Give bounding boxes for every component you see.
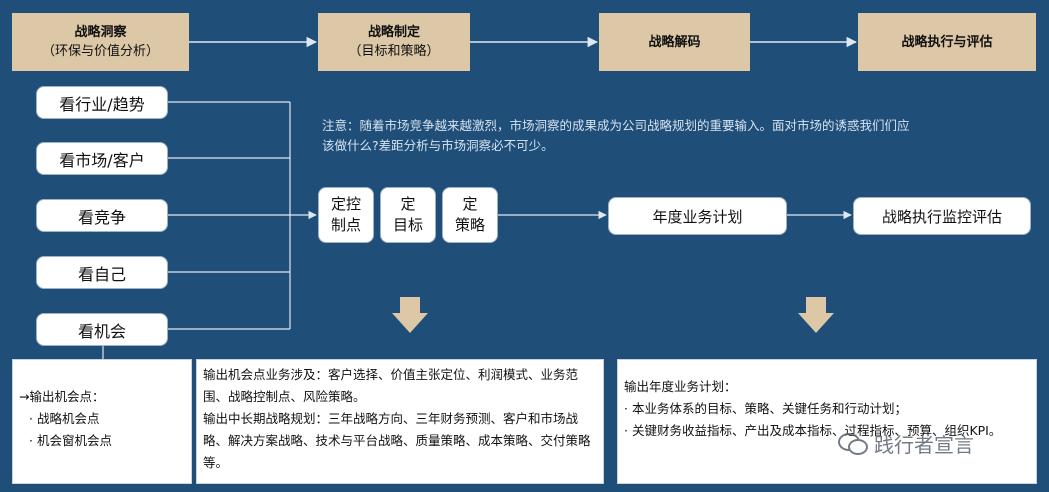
center-box-strategy: 定 策略 <box>442 187 498 243</box>
left-item-industry: 看行业/趋势 <box>36 86 168 119</box>
step-execution: 战略执行与评估 <box>858 13 1036 71</box>
left-item-self: 看自己 <box>36 256 168 289</box>
note-line-1: 注意：随着市场竞争越来越激烈，市场洞察的成果成为公司战略规划的重要输入。面对市场… <box>322 118 910 133</box>
panel-annual-plan-item-2: · 关键财务收益指标、产出及成本指标、过程指标、预算、组织KPI。 <box>624 423 1002 438</box>
note-text: 注意：随着市场竞争越来越激烈，市场洞察的成果成为公司战略规划的重要输入。面对市场… <box>322 116 1012 156</box>
panel-strategy-output-line-1: 输出机会点业务涉及：客户选择、价值主张定位、利润模式、业务范围、战略控制点、风险… <box>203 367 579 404</box>
center-box-control-points: 定控 制点 <box>318 187 374 243</box>
panel-annual-plan: 输出年度业务计划： · 本业务体系的目标、策略、关键任务和行动计划； · 关键财… <box>617 359 1037 484</box>
watermark-text: 践行者宣言 <box>874 432 974 457</box>
center-box-strategy-l1: 定 <box>462 195 478 213</box>
panel-opportunities-item-2: · 机会窗机会点 <box>29 433 112 448</box>
annual-plan-box: 年度业务计划 <box>608 197 787 235</box>
step-insight-subtitle: （环保与价值分析） <box>41 44 159 59</box>
step-insight-title: 战略洞察 <box>74 25 127 40</box>
left-item-competition-label: 看竞争 <box>77 207 126 227</box>
panel-strategy-output: 输出机会点业务涉及：客户选择、价值主张定位、利润模式、业务范围、战略控制点、风险… <box>196 359 604 484</box>
left-item-opportunity: 看机会 <box>36 313 168 346</box>
step-execution-title: 战略执行与评估 <box>901 34 993 50</box>
watermark: 践行者宣言 <box>838 426 1028 460</box>
panel-annual-plan-header: 输出年度业务计划： <box>624 379 737 394</box>
left-item-opportunity-label: 看机会 <box>77 321 126 341</box>
center-box-control-points-l2: 制点 <box>330 216 361 234</box>
annual-plan-label: 年度业务计划 <box>652 207 743 226</box>
panel-strategy-output-line-2: 输出中长期战略规划：三年战略方向、三年财务预测、客户和市场战略、解决方案战略、技… <box>203 411 591 470</box>
left-item-self-label: 看自己 <box>77 264 126 284</box>
down-arrow-mid <box>392 297 428 333</box>
monitor-label: 战略执行监控评估 <box>881 207 1002 226</box>
left-item-competition: 看竞争 <box>36 199 168 232</box>
step-insight: 战略洞察 （环保与价值分析） <box>12 13 189 71</box>
step-formulation: 战略制定 （目标和策略） <box>318 13 470 71</box>
wechat-icon <box>838 431 868 455</box>
step-formulation-subtitle: （目标和策略） <box>348 44 440 59</box>
left-item-market-label: 看市场/客户 <box>59 150 145 170</box>
center-box-targets: 定 目标 <box>380 187 436 243</box>
monitor-box: 战略执行监控评估 <box>853 197 1031 235</box>
down-arrow-right <box>798 297 834 333</box>
left-item-industry-label: 看行业/趋势 <box>59 94 145 114</box>
panel-opportunities-item-1: · 战略机会点 <box>29 411 100 426</box>
center-box-strategy-l2: 策略 <box>454 216 485 234</box>
center-box-targets-l2: 目标 <box>392 216 423 234</box>
panel-annual-plan-item-1: · 本业务体系的目标、策略、关键任务和行动计划； <box>624 401 907 416</box>
step-formulation-title: 战略制定 <box>367 25 420 40</box>
center-box-control-points-l1: 定控 <box>330 195 361 213</box>
left-item-market: 看市场/客户 <box>36 142 168 175</box>
step-decoding: 战略解码 <box>599 13 750 71</box>
center-box-targets-l1: 定 <box>400 195 416 213</box>
panel-opportunities: →输出机会点： · 战略机会点 · 机会窗机会点 <box>12 359 192 484</box>
panel-opportunities-header: →输出机会点： <box>19 389 105 404</box>
note-line-2: 该做什么?差距分析与市场洞察必不可少。 <box>322 138 554 153</box>
step-decoding-title: 战略解码 <box>648 34 701 50</box>
